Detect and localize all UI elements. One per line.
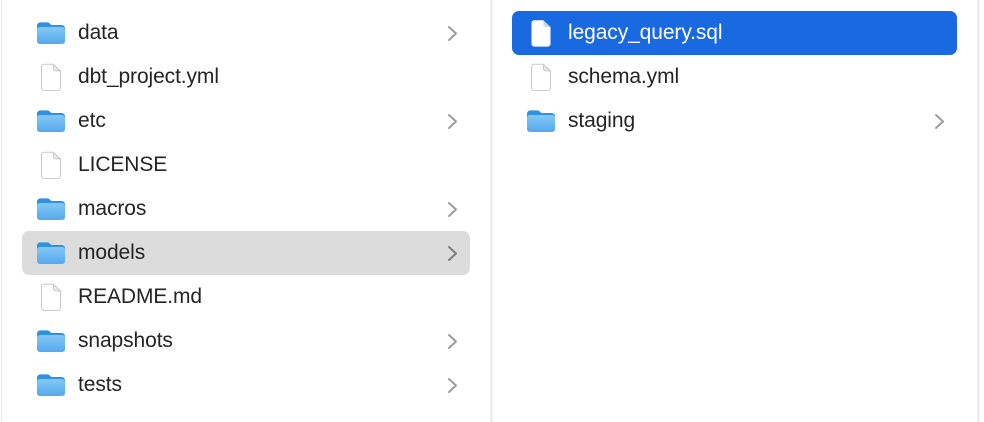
chevron-right-icon: [447, 245, 458, 262]
file-row-tests[interactable]: tests: [22, 363, 470, 407]
column-divider: [491, 0, 492, 422]
folder-icon: [35, 236, 67, 270]
file-row-etc[interactable]: etc: [22, 99, 470, 143]
folder-icon: [525, 104, 557, 138]
file-row-models[interactable]: models: [22, 231, 470, 275]
right-edge-divider: [978, 0, 979, 422]
document-icon: [35, 148, 67, 182]
file-label: snapshots: [78, 329, 173, 352]
file-label: schema.yml: [568, 65, 680, 88]
finder-column-parent: data dbt_project.yml etc LICENSE: [2, 0, 491, 422]
chevron-right-icon: [447, 333, 458, 350]
file-row-license[interactable]: LICENSE: [22, 143, 470, 187]
file-label: etc: [78, 109, 106, 132]
file-row-staging[interactable]: staging: [512, 99, 957, 143]
chevron-right-icon: [447, 25, 458, 42]
file-row-legacy-query-sql[interactable]: legacy_query.sql: [512, 11, 957, 55]
file-row-snapshots[interactable]: snapshots: [22, 319, 470, 363]
file-label: legacy_query.sql: [568, 21, 723, 44]
document-icon: [525, 60, 557, 94]
file-row-readme-md[interactable]: README.md: [22, 275, 470, 319]
right-margin: [979, 0, 984, 422]
file-label: models: [78, 241, 146, 264]
document-icon: [525, 16, 557, 50]
file-row-macros[interactable]: macros: [22, 187, 470, 231]
chevron-right-icon: [447, 377, 458, 394]
folder-icon: [35, 368, 67, 402]
folder-icon: [35, 104, 67, 138]
left-edge-divider: [0, 0, 2, 422]
folder-icon: [35, 324, 67, 358]
file-row-schema-yml[interactable]: schema.yml: [512, 55, 957, 99]
chevron-right-icon: [934, 113, 945, 130]
file-row-dbt-project-yml[interactable]: dbt_project.yml: [22, 55, 470, 99]
chevron-right-icon: [447, 201, 458, 218]
folder-icon: [35, 192, 67, 226]
chevron-right-icon: [447, 113, 458, 130]
file-label: LICENSE: [78, 153, 168, 176]
document-icon: [35, 280, 67, 314]
finder-column-models: legacy_query.sql schema.yml staging: [492, 0, 978, 422]
document-icon: [35, 60, 67, 94]
file-label: tests: [78, 373, 122, 396]
file-label: data: [78, 21, 119, 44]
file-label: macros: [78, 197, 147, 220]
file-row-data[interactable]: data: [22, 11, 470, 55]
file-label: dbt_project.yml: [78, 65, 219, 88]
file-label: README.md: [78, 285, 202, 308]
file-label: staging: [568, 109, 636, 132]
folder-icon: [35, 16, 67, 50]
